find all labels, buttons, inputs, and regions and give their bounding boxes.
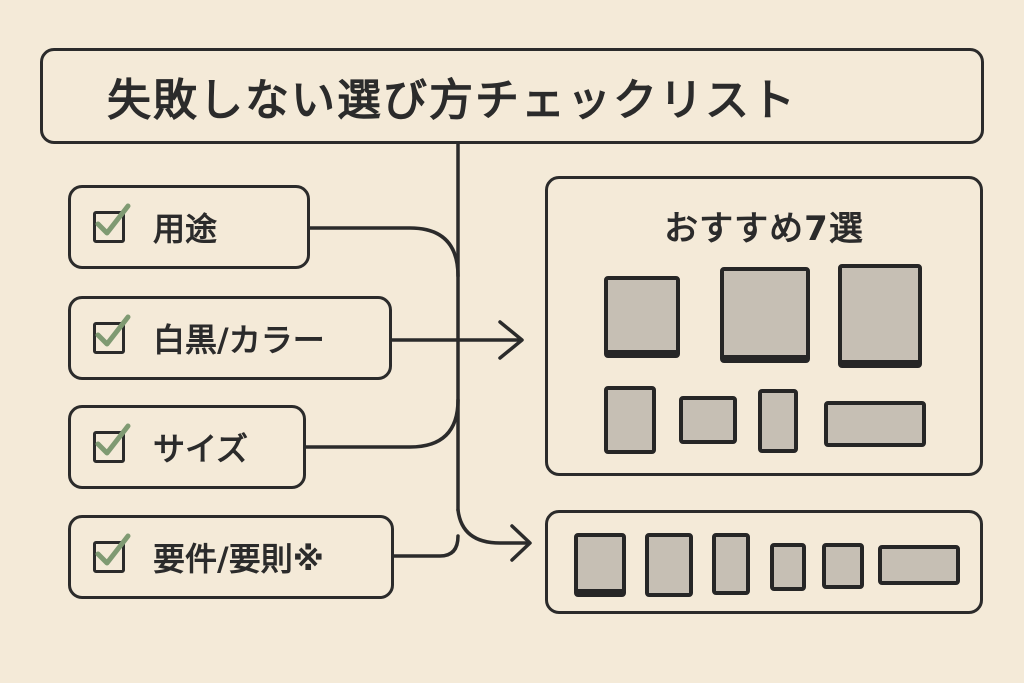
product-lineup-box: [545, 510, 983, 614]
tablet-icon: [758, 389, 798, 453]
checkbox-checked-icon: [93, 203, 131, 243]
tablet-icon: [770, 543, 806, 591]
tablet-icon: [822, 543, 864, 589]
tablet-icon: [712, 533, 750, 595]
tablet-icon: [720, 267, 810, 363]
tablet-icon: [878, 545, 960, 585]
checklist-item-size: サイズ: [68, 405, 306, 489]
checklist-item-usage: 用途: [68, 185, 310, 269]
tablet-icon: [838, 264, 922, 368]
checklist-item-requirements: 要件/要則※: [68, 515, 394, 599]
tablet-icon: [604, 386, 656, 454]
tablet-icon: [645, 533, 693, 597]
checkbox-checked-icon: [93, 314, 131, 354]
recommendation-box: おすすめ7選: [545, 176, 983, 476]
title-box: 失敗しない選び方チェックリスト: [40, 48, 984, 144]
tablet-icon: [679, 396, 737, 444]
checklist-item-color: 白黒/カラー: [68, 296, 392, 380]
tablet-icon: [604, 276, 680, 358]
tablet-icon: [574, 533, 626, 597]
checkbox-checked-icon: [93, 423, 131, 463]
checklist-label: 用途: [153, 210, 218, 248]
tablet-icon: [824, 401, 926, 447]
checklist-label: 白黒/カラー: [153, 321, 325, 359]
checklist-label: 要件/要則※: [153, 540, 324, 578]
checkbox-checked-icon: [93, 533, 131, 573]
checklist-label: サイズ: [153, 430, 249, 468]
page-title: 失敗しない選び方チェックリスト: [107, 75, 797, 126]
recommendation-title: おすすめ7選: [664, 209, 864, 249]
